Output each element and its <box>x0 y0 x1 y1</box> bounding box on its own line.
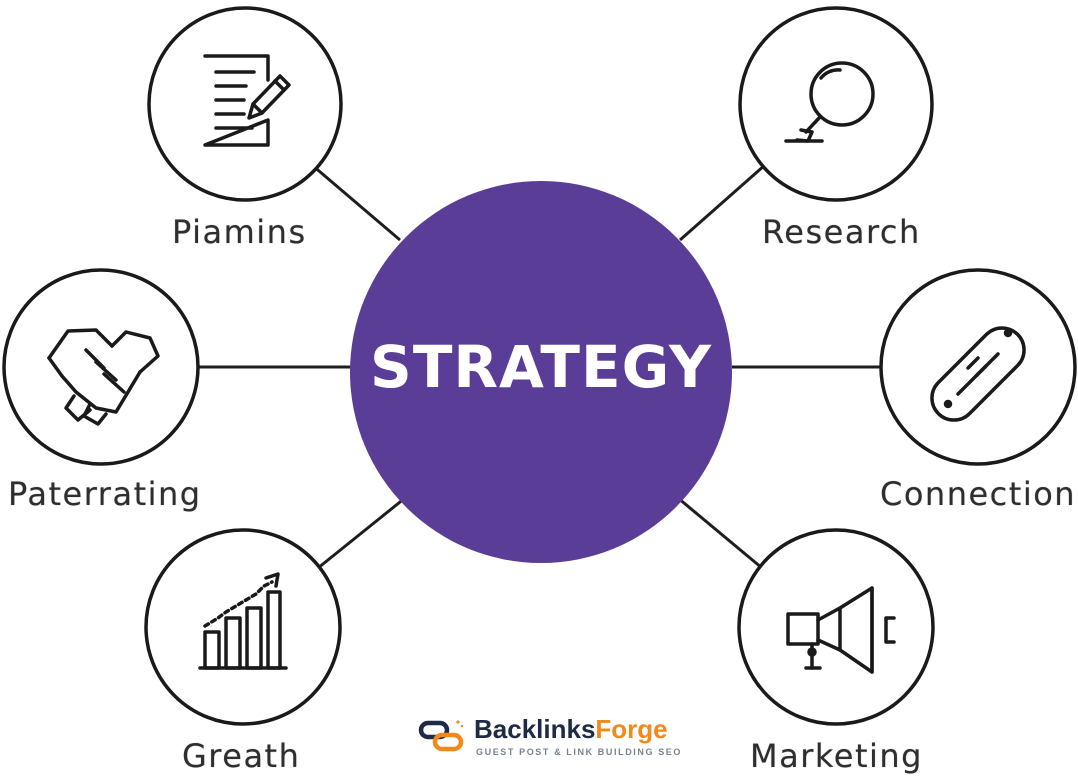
node-label-marketing: Marketing <box>750 737 923 775</box>
brand-tagline: GUEST POST & LINK BUILDING SEO <box>476 747 683 757</box>
center-title: STRATEGY <box>370 333 712 401</box>
document-pencil-icon <box>203 54 291 147</box>
connector-greath <box>317 496 406 570</box>
node-circle-planning <box>147 6 343 202</box>
connector-research <box>679 163 766 242</box>
node-circle-marketing <box>737 528 935 726</box>
brand-watermark: BacklinksForge GUEST POST & LINK BUILDIN… <box>418 714 708 764</box>
node-circle-connection <box>879 268 1077 466</box>
chain-link-icon <box>930 326 1026 422</box>
node-label-planning: Piamins <box>172 213 307 251</box>
node-circle-research <box>738 6 934 202</box>
connector-marketing <box>677 496 763 570</box>
node-label-connection: Connection <box>880 475 1077 513</box>
brand-name: BacklinksForge <box>474 716 668 742</box>
connector-planning <box>311 163 401 242</box>
brand-name-part2: Forge <box>595 714 668 744</box>
node-label-paterrating: Paterrating <box>8 475 202 513</box>
node-label-research: Research <box>762 213 921 251</box>
magnifier-icon <box>784 61 875 143</box>
growth-chart-icon <box>198 572 288 670</box>
connectors <box>198 163 882 570</box>
handshake-icon <box>47 328 160 426</box>
center-circle <box>350 181 732 563</box>
node-circle-greath <box>144 528 342 726</box>
brand-name-part1: Backlinks <box>474 714 596 744</box>
megaphone-icon <box>786 586 896 674</box>
chain-link-logo-icon <box>418 720 464 752</box>
node-label-greath: Greath <box>182 737 301 775</box>
